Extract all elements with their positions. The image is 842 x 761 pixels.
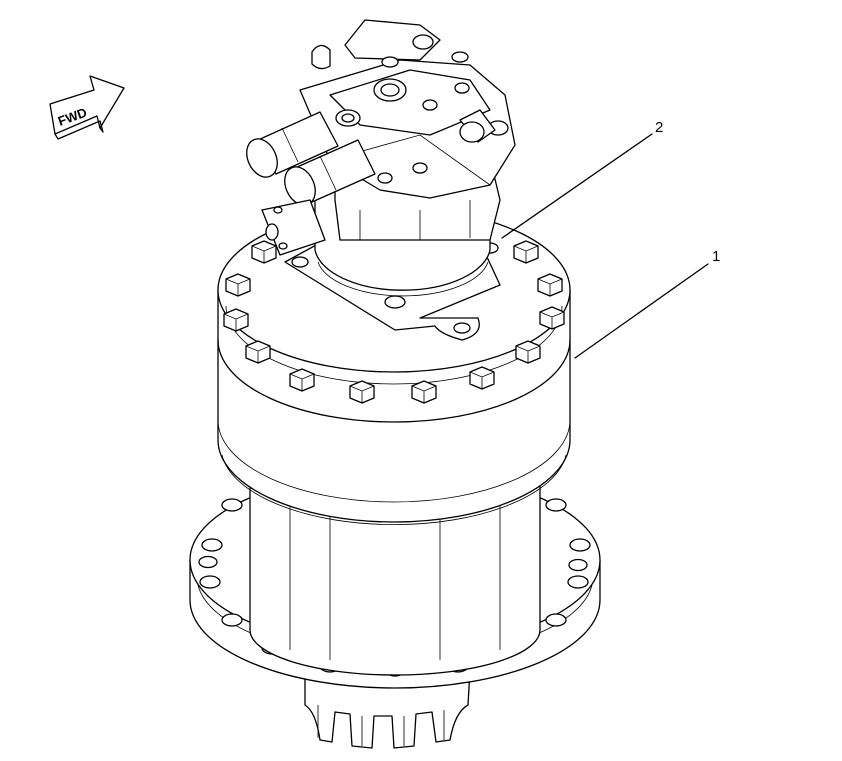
port-block xyxy=(261,199,326,256)
output-pinion xyxy=(304,669,471,749)
callout-2: 2 xyxy=(501,119,663,239)
callout-1: 1 xyxy=(574,248,720,359)
housing-bolts xyxy=(223,240,565,404)
fwd-arrow-icon: FWD xyxy=(49,75,125,140)
callout-2-label: 2 xyxy=(655,119,663,136)
gear-housing-column xyxy=(249,469,541,676)
callout-1-label: 1 xyxy=(712,248,720,265)
